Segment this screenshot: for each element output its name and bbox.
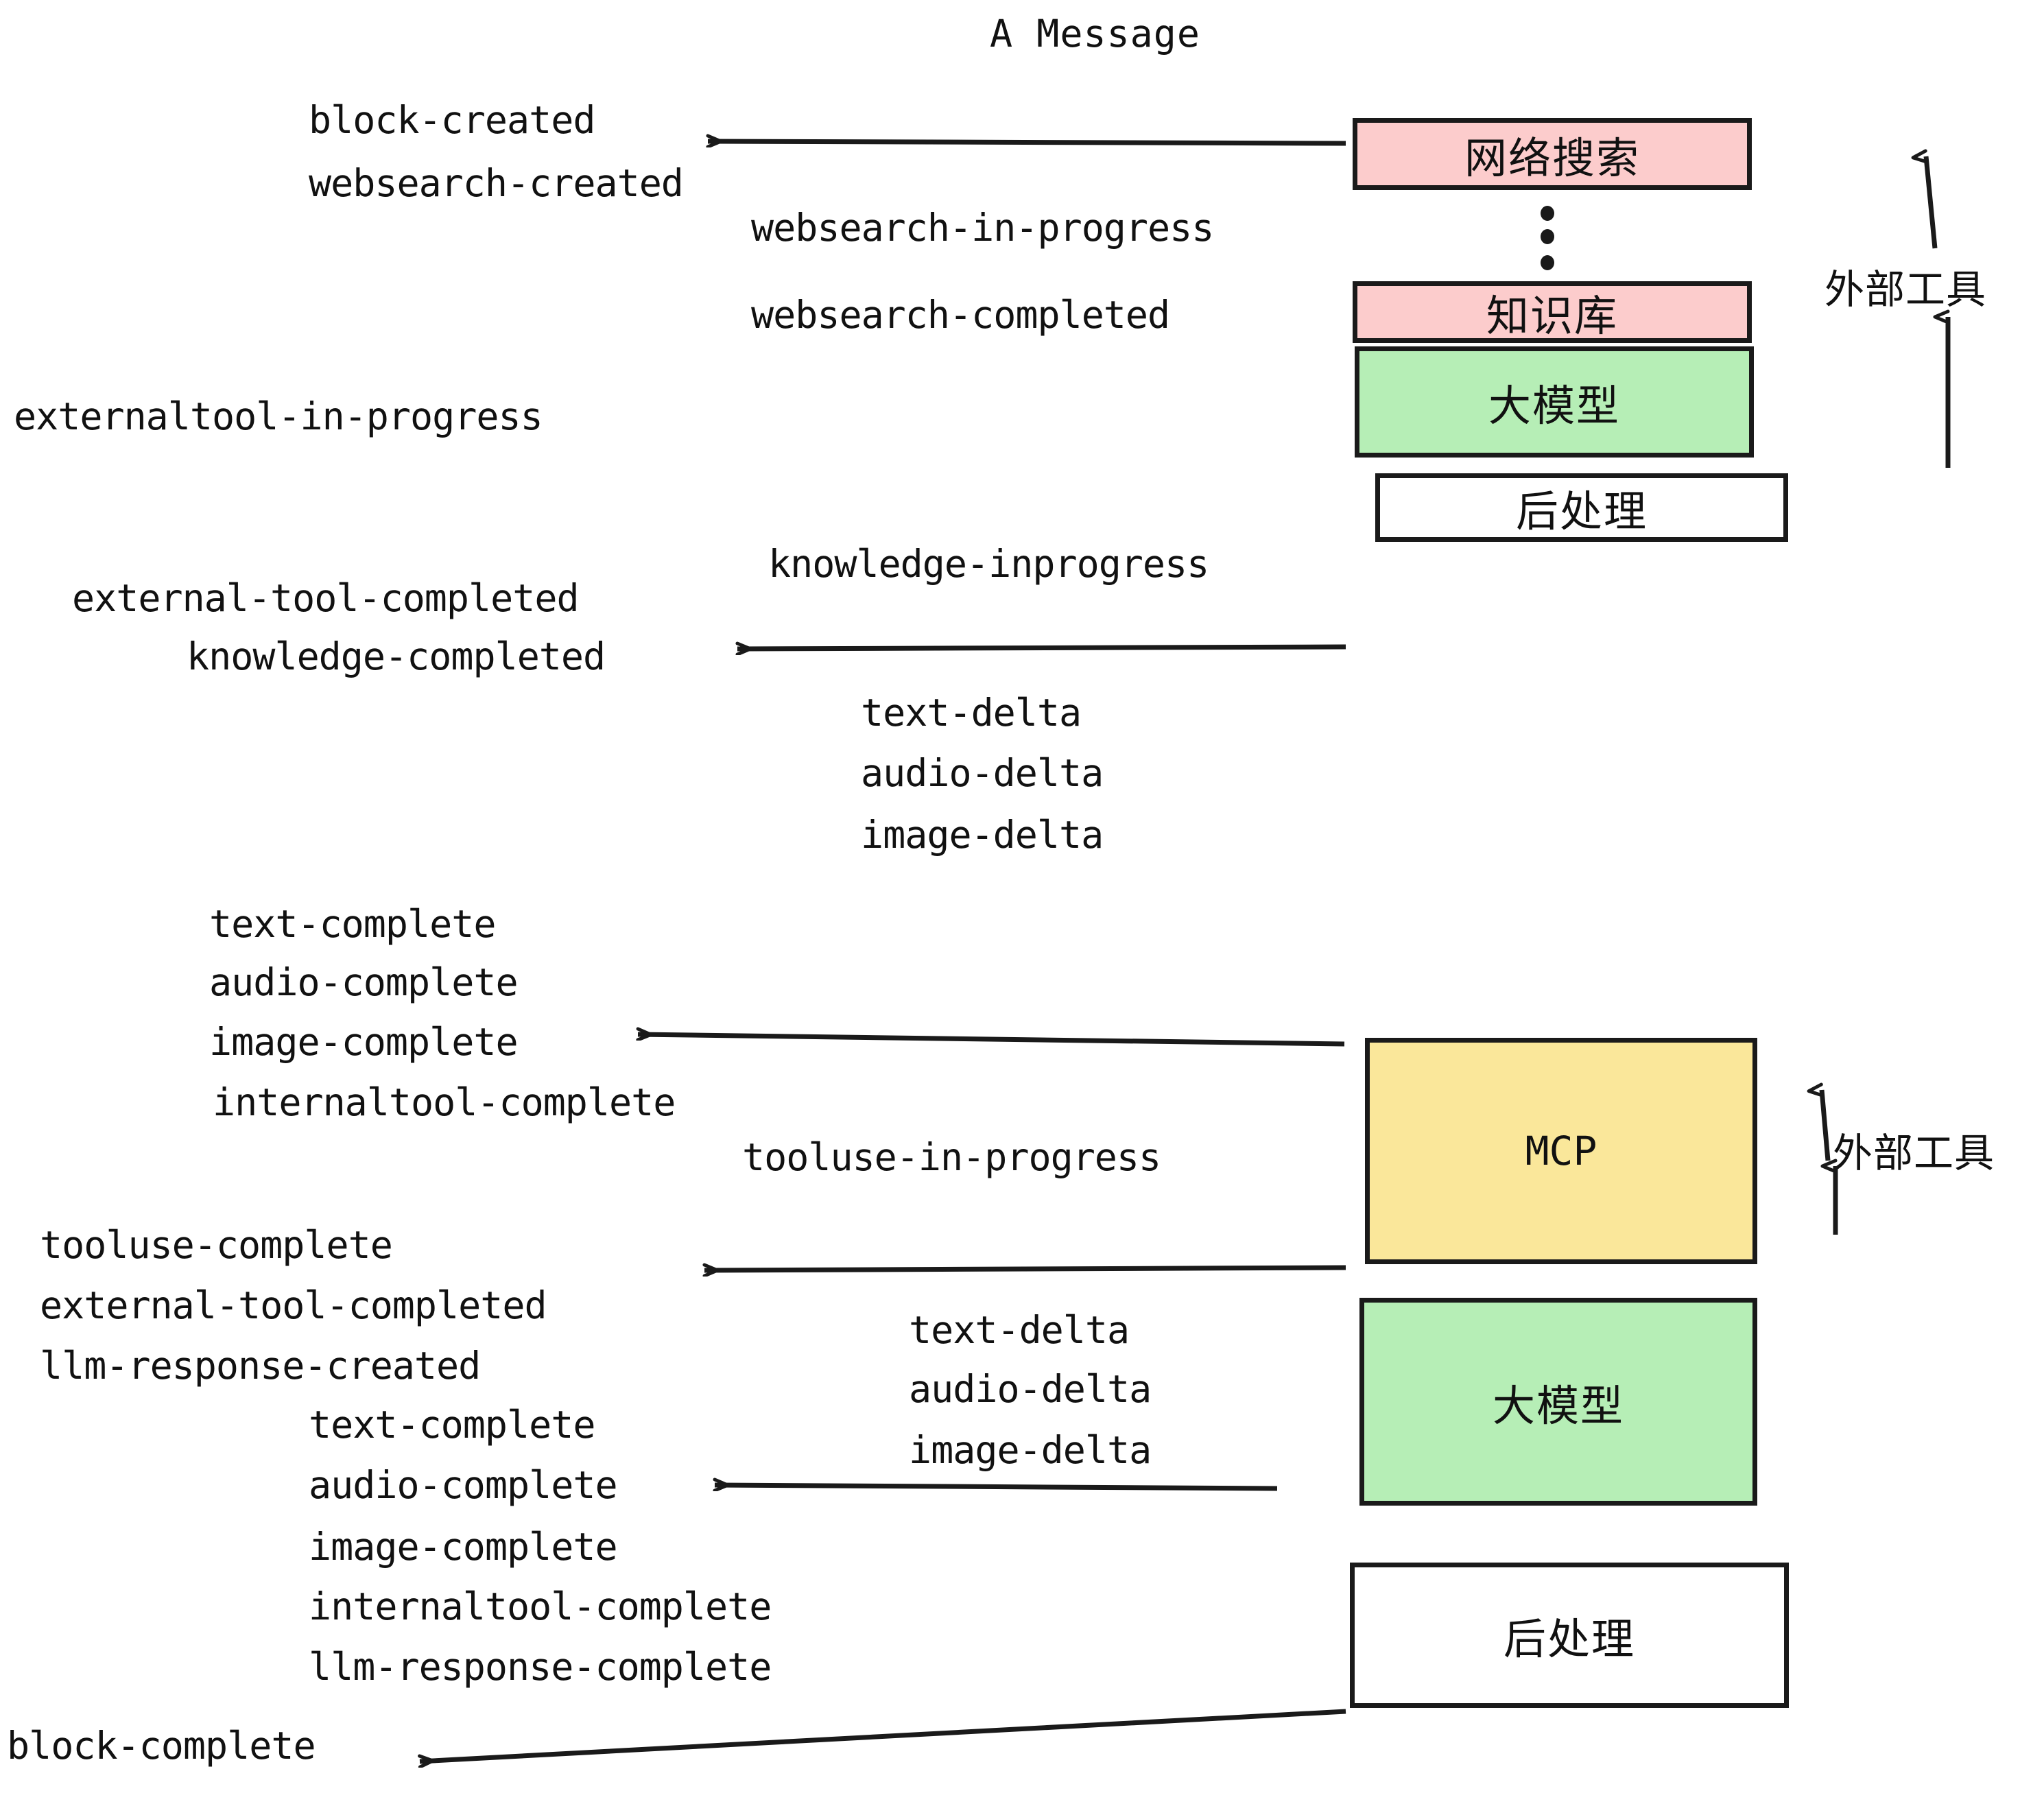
box-websearch[interactable]: 网络搜索 (1353, 118, 1752, 190)
box-knowledge[interactable]: 知识库 (1353, 281, 1752, 343)
event-label-image-complete-2: image-complete (309, 1525, 618, 1569)
event-label-tooluse-complete: tooluse-complete (40, 1223, 393, 1267)
event-label-externaltool-in-progress: externaltool-in-progress (14, 394, 543, 438)
side-label-external-tool-upper: 外部工具 (1825, 266, 1987, 313)
event-label-audio-complete-1: audio-complete (209, 960, 519, 1004)
arrow-knowledge-to-knowledge-completed (737, 647, 1346, 649)
event-label-image-delta-1: image-delta (861, 813, 1104, 857)
ellipsis-dot-icon (1541, 206, 1554, 221)
side-label-external-tool-lower: 外部工具 (1833, 1130, 1995, 1176)
arrow-llm2-to-audio-complete (715, 1485, 1278, 1488)
event-label-block-created: block-created (309, 98, 595, 142)
box-llm-2-label: 大模型 (1492, 1380, 1624, 1431)
event-label-knowledge-inprogress: knowledge-inprogress (768, 542, 1209, 586)
ellipsis-dot-icon (1541, 229, 1554, 244)
event-label-audio-delta-1: audio-delta (861, 751, 1104, 795)
arrow-websearch-to-block-created (708, 141, 1346, 143)
event-label-audio-complete-2: audio-complete (309, 1463, 618, 1507)
box-postprocess-1[interactable]: 后处理 (1375, 473, 1788, 542)
arrow-llm1-to-image-complete (638, 1034, 1345, 1047)
box-postprocess-2[interactable]: 后处理 (1350, 1563, 1789, 1708)
box-knowledge-label: 知识库 (1486, 291, 1618, 341)
event-label-websearch-completed: websearch-completed (751, 293, 1170, 337)
event-label-llm-response-created: llm-response-created (40, 1344, 481, 1388)
event-label-external-tool-completed-2: external-tool-completed (40, 1283, 547, 1327)
event-label-audio-delta-2: audio-delta (909, 1367, 1152, 1411)
box-mcp[interactable]: MCP (1365, 1038, 1757, 1264)
event-label-text-delta-2: text-delta (909, 1308, 1130, 1352)
event-label-websearch-created: websearch-created (309, 161, 684, 205)
event-label-text-complete-2: text-complete (309, 1403, 595, 1447)
box-websearch-label: 网络搜索 (1464, 132, 1640, 183)
event-label-image-complete-1: image-complete (209, 1020, 519, 1064)
event-label-websearch-in-progress: websearch-in-progress (751, 206, 1214, 250)
event-label-image-delta-2: image-delta (909, 1428, 1152, 1472)
event-label-external-tool-completed-1: external-tool-completed (72, 576, 580, 620)
box-mcp-label: MCP (1525, 1128, 1597, 1174)
arrow-postprocess2-to-block-complete (420, 1709, 1346, 1761)
ellipsis-dot-icon (1541, 255, 1554, 270)
arrow-external-tool-upper-up (1926, 156, 1938, 249)
event-label-block-complete: block-complete (7, 1724, 316, 1768)
box-llm-1[interactable]: 大模型 (1355, 346, 1754, 458)
arrow-external-tool-lower-up (1822, 1090, 1831, 1161)
arrow-mcp-to-tooluse-complete (704, 1268, 1346, 1270)
box-postprocess-2-label: 后处理 (1503, 1614, 1635, 1664)
box-llm-2[interactable]: 大模型 (1359, 1298, 1757, 1506)
event-label-internaltool-complete-1: internaltool-complete (213, 1080, 676, 1124)
event-label-knowledge-completed: knowledge-completed (187, 634, 606, 678)
page-title: A Message (990, 12, 1201, 56)
box-postprocess-1-label: 后处理 (1515, 486, 1648, 536)
box-llm-1-label: 大模型 (1488, 381, 1620, 431)
event-label-text-delta-1: text-delta (861, 691, 1082, 735)
event-label-text-complete-1: text-complete (209, 902, 496, 946)
event-label-llm-response-complete: llm-response-complete (309, 1645, 772, 1689)
event-label-internaltool-complete-2: internaltool-complete (309, 1585, 772, 1628)
event-label-tooluse-in-progress: tooluse-in-progress (742, 1135, 1161, 1179)
